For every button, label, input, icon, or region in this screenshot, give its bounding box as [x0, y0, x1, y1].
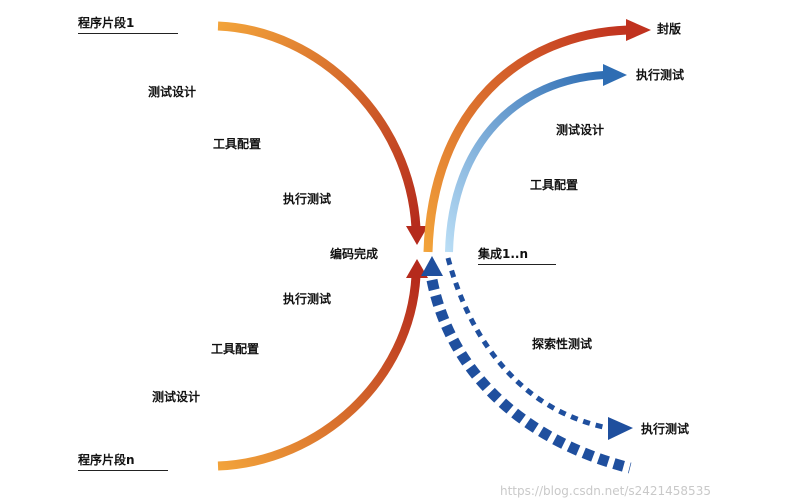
- segment-1-label: 程序片段1: [78, 16, 178, 34]
- bottom-left-arc: [217, 275, 421, 471]
- dotted-exec-test-label: 执行测试: [641, 422, 690, 436]
- dotted-inner-arc: [445, 257, 609, 431]
- segment-n-label: 程序片段n: [78, 453, 168, 471]
- top-tool-config-label: 工具配置: [213, 137, 262, 151]
- code-complete-label: 编码完成: [330, 247, 379, 261]
- right-blue-arc: [445, 71, 605, 253]
- bottom-tool-config-label: 工具配置: [211, 342, 260, 356]
- bottom-left-arrowhead: [406, 259, 428, 278]
- top-left-arrowhead: [406, 226, 428, 245]
- dotted-outer-arc: [426, 278, 632, 474]
- release-label: 封版: [657, 22, 682, 36]
- right-tool-config-label: 工具配置: [530, 178, 579, 192]
- top-test-design-label: 测试设计: [148, 85, 197, 99]
- watermark-text: https://blog.csdn.net/s2421458535: [500, 484, 711, 498]
- release-arrowhead: [626, 19, 651, 41]
- top-left-arc: [217, 21, 421, 229]
- dotted-exec-arrowhead: [608, 417, 633, 440]
- bottom-exec-test-label: 执行测试: [283, 292, 332, 306]
- bottom-test-design-label: 测试设计: [152, 390, 201, 404]
- right-exec-test-label: 执行测试: [636, 68, 685, 82]
- exec-test-arrowhead: [603, 64, 627, 86]
- top-exec-test-label: 执行测试: [283, 192, 332, 206]
- integration-label: 集成1..n: [478, 247, 556, 265]
- exploratory-test-label: 探索性测试: [532, 337, 593, 351]
- integration-start-triangle: [421, 256, 443, 276]
- right-orange-arc: [423, 25, 629, 253]
- right-test-design-label: 测试设计: [556, 123, 605, 137]
